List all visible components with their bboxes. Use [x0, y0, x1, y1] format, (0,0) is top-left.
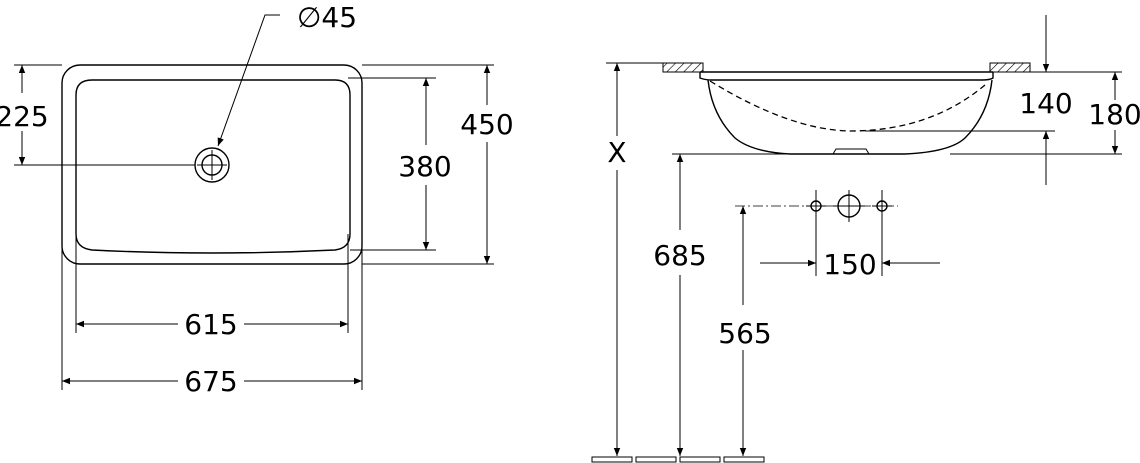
- side-view: 140 180 X 685 15: [591, 15, 1140, 463]
- install-height-label: X: [607, 136, 626, 169]
- basin-body: [707, 79, 993, 155]
- hidden-bowl-line: [709, 80, 986, 132]
- basin-rim: [699, 72, 994, 81]
- top-view: ∅45 225 380 450 615 675: [0, 1, 514, 398]
- drain-offset-label: 225: [0, 100, 49, 133]
- inner-width-label: 615: [184, 308, 237, 341]
- countertop-left: [662, 62, 704, 73]
- outer-width-label: 675: [184, 365, 237, 398]
- floor: [591, 456, 765, 463]
- tap-height-label: 565: [718, 317, 771, 350]
- bowl-depth-label: 140: [1019, 87, 1072, 120]
- drain-symbol: [194, 147, 230, 183]
- countertop-right: [989, 62, 1031, 73]
- drain-diameter-label: ∅45: [297, 1, 357, 34]
- basin-inner-outline: [75, 79, 351, 254]
- tap-spacing-label: 150: [823, 248, 876, 281]
- outer-depth-label: 450: [460, 108, 513, 141]
- inner-depth-label: 380: [398, 150, 451, 183]
- total-depth-label: 180: [1088, 98, 1140, 131]
- rim-height-label: 685: [653, 239, 706, 272]
